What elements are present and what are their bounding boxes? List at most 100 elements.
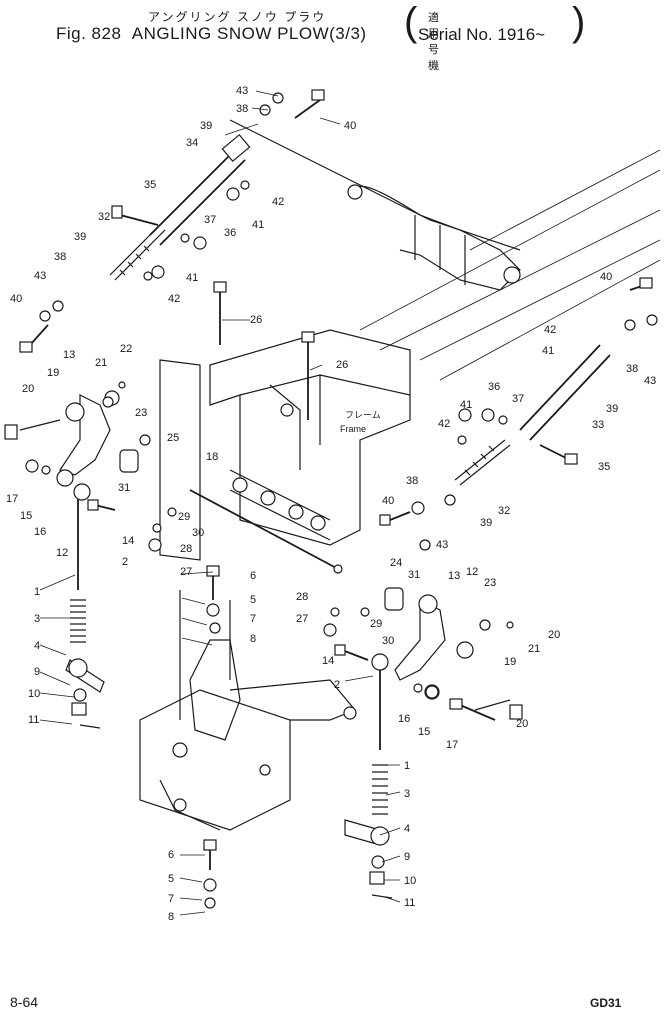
callout-5: 5	[250, 594, 256, 606]
callout-23: 23	[135, 407, 147, 419]
callout-15-right: 15	[418, 726, 430, 738]
callout-27: 27	[180, 566, 192, 578]
nuts-washers	[25, 92, 658, 909]
callout-22: 22	[120, 343, 132, 355]
frame-body	[229, 119, 661, 381]
callout-40-mid: 40	[382, 495, 394, 507]
callout-24: 24	[390, 557, 402, 569]
callout-18: 18	[206, 451, 218, 463]
callout-31-right: 31	[408, 569, 420, 581]
callout-8: 8	[250, 633, 256, 645]
serial-number: Serial No. 1916~	[418, 25, 546, 44]
callout-41-mid: 41	[460, 399, 472, 411]
callout-20-right: 20	[548, 629, 560, 641]
callout-43-right: 43	[644, 375, 656, 387]
callout-39-left: 39	[74, 231, 86, 243]
callout-1-right: 1	[404, 760, 410, 772]
callout-6-lower: 6	[168, 849, 174, 861]
callout-1: 1	[34, 586, 40, 598]
callout-19-right: 19	[504, 656, 516, 668]
tie-rods	[109, 133, 611, 574]
callout-20-lower: 20	[516, 718, 528, 730]
callout-14-right: 14	[322, 655, 334, 667]
callout-12: 12	[56, 547, 68, 559]
callout-39-mid: 39	[480, 517, 492, 529]
callout-42-right: 42	[544, 324, 556, 336]
callout-29: 29	[178, 511, 190, 523]
callout-35: 35	[144, 179, 156, 191]
callout-40-right: 40	[600, 271, 612, 283]
callout-4: 4	[34, 640, 40, 652]
callouts: 1 3 4 9 10 11 2 12 16 15 17 14 20 19 13 …	[6, 85, 656, 923]
callout-39-right: 39	[606, 403, 618, 415]
callout-34: 34	[186, 137, 198, 149]
left-rod-assembly	[65, 483, 105, 729]
callout-16-right: 16	[398, 713, 410, 725]
callout-14: 14	[122, 535, 134, 547]
callout-40-top: 40	[344, 120, 356, 132]
callout-42-mid: 42	[438, 418, 450, 430]
callout-26-right: 26	[336, 359, 348, 371]
callout-16: 16	[34, 526, 46, 538]
callout-40-left: 40	[10, 293, 22, 305]
callout-30-right: 30	[382, 635, 394, 647]
callout-21: 21	[95, 357, 107, 369]
callout-2-right: 2	[334, 679, 340, 691]
callout-35-right: 35	[598, 461, 610, 473]
callout-38-right: 38	[626, 363, 638, 375]
callout-31: 31	[118, 482, 130, 494]
callout-33: 33	[592, 419, 604, 431]
callout-17-right: 17	[446, 739, 458, 751]
callout-43-top: 43	[236, 85, 248, 97]
figure-title: Fig. 828 ANGLING SNOW PLOW(3/3)	[56, 24, 373, 44]
callout-36: 36	[224, 227, 236, 239]
callout-30: 30	[192, 527, 204, 539]
callout-32-left: 32	[98, 211, 110, 223]
bolts	[19, 89, 653, 870]
callout-41-left: 41	[186, 272, 198, 284]
callout-42-top: 42	[272, 196, 284, 208]
callout-43-mid: 43	[436, 539, 448, 551]
frame-label: Frame	[340, 424, 366, 434]
callout-39-top: 39	[200, 120, 212, 132]
callout-8-lower: 8	[168, 911, 174, 923]
left-lever	[4, 390, 139, 487]
callout-28-right: 28	[296, 591, 308, 603]
callout-7-lower: 7	[168, 893, 174, 905]
right-lever	[384, 587, 523, 720]
callout-23-right: 23	[484, 577, 496, 589]
drawing-code: GD31	[590, 996, 622, 1010]
callout-26-left: 26	[250, 314, 262, 326]
callout-38-mid: 38	[406, 475, 418, 487]
callout-10-right: 10	[404, 875, 416, 887]
callout-21-right: 21	[528, 643, 540, 655]
callout-19: 19	[47, 367, 59, 379]
center-bracket: フレーム Frame	[159, 329, 411, 561]
callout-3: 3	[34, 613, 40, 625]
figure-name: ANGLING SNOW PLOW(3/3)	[131, 24, 367, 43]
callout-27-right: 27	[296, 613, 308, 625]
callout-11-right: 11	[404, 897, 415, 909]
frame-label-jp: フレーム	[345, 410, 381, 420]
callout-38-left: 38	[54, 251, 66, 263]
callout-6: 6	[250, 570, 256, 582]
callout-42-left: 42	[168, 293, 180, 305]
callout-37-right: 37	[512, 393, 524, 405]
callout-9: 9	[34, 666, 40, 678]
figure-number: Fig. 828	[56, 24, 122, 43]
applicability-jp: 適用号機	[428, 12, 442, 72]
page-number: 8-64	[10, 994, 39, 1010]
callout-5-lower: 5	[168, 873, 174, 885]
callout-13: 13	[63, 349, 75, 361]
callout-3-right: 3	[404, 788, 410, 800]
callout-36-right: 36	[488, 381, 500, 393]
callout-20: 20	[22, 383, 34, 395]
callout-37: 37	[204, 214, 216, 226]
callout-13-right: 13	[448, 570, 460, 582]
callout-2: 2	[122, 556, 128, 568]
right-rod-assembly	[344, 653, 393, 899]
callout-41-top: 41	[252, 219, 264, 231]
callout-4-right: 4	[404, 823, 410, 835]
callout-12-right: 12	[466, 566, 478, 578]
